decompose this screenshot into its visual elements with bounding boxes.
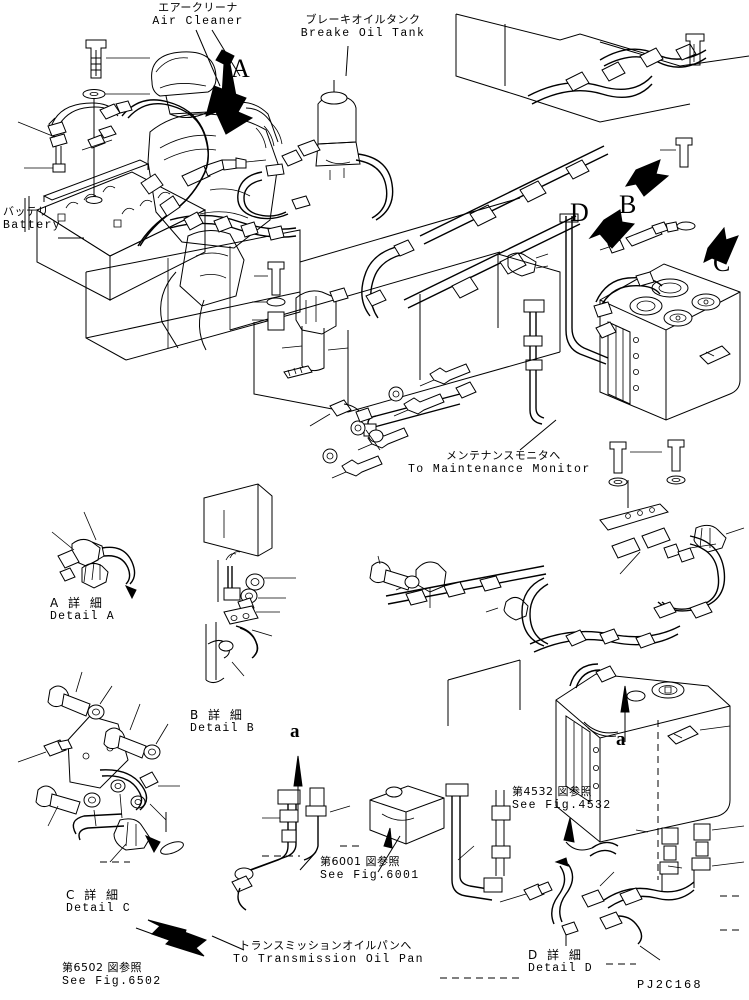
drawing-number: PJ2C168: [637, 978, 703, 992]
bottom-center-piping-art: [232, 784, 510, 910]
figure-ref-6001-jp: 第6001 図参照: [320, 855, 400, 868]
section-arrows: [148, 50, 738, 956]
section-mark-b: B: [619, 190, 637, 219]
detail-a-heading-jp: A 詳 細: [50, 596, 105, 610]
callout-transmission-oil-pan-en: To Transmission Oil Pan: [233, 952, 424, 966]
section-mark-c: C: [713, 248, 731, 277]
detail-d-heading-en: Detail D: [528, 962, 593, 976]
figure-ref-6001: 第6001 図参照 See Fig.6001: [320, 855, 420, 883]
detail-a-heading-en: Detail A: [50, 610, 115, 624]
callout-battery-en: Battery: [3, 218, 62, 232]
lower-right-tank-art: [556, 664, 730, 880]
detail-b-heading: B 詳 細 Detail B: [190, 708, 255, 736]
detail-c-heading-en: Detail C: [66, 902, 131, 916]
upper-right-deck-art: [456, 14, 749, 167]
marker-a-arrows: [294, 686, 629, 816]
detail-c-heading: C 詳 細 Detail C: [66, 888, 131, 916]
figure-ref-4532-jp: 第4532 図参照: [512, 785, 592, 798]
detail-b-art: [204, 484, 296, 683]
detail-a-heading: A 詳 細 Detail A: [50, 596, 115, 624]
detail-b-heading-en: Detail B: [190, 722, 255, 736]
detail-a-art: [52, 512, 136, 598]
callout-air-cleaner-en: Air Cleaner: [152, 14, 244, 28]
figure-ref-6502-en: See Fig.6502: [62, 974, 162, 988]
figure-ref-4532-en: See Fig.4532: [512, 798, 612, 812]
detail-d-heading-jp: D 詳 細: [528, 948, 584, 962]
figure-ref-6502: 第6502 図参照 See Fig.6502: [62, 961, 162, 989]
section-mark-a: A: [231, 54, 250, 83]
mid-components-art: [252, 262, 470, 478]
lower-right-rail-art: [370, 480, 744, 726]
detail-d-art: [500, 818, 744, 960]
detail-d-heading: D 詳 細 Detail D: [528, 948, 593, 976]
callout-battery-jp: バッテリ: [3, 205, 49, 218]
section-mark-d: D: [570, 198, 589, 227]
detail-c-heading-jp: C 詳 細: [66, 888, 122, 902]
callout-maintenance-monitor-en: To Maintenance Monitor: [408, 462, 591, 476]
callout-maintenance-monitor: メンテナンスモニタへ To Maintenance Monitor: [408, 449, 591, 477]
detail-b-heading-jp: B 詳 細: [190, 708, 245, 722]
callout-brake-oil-tank: ブレーキオイルタンク Breake Oil Tank: [278, 13, 448, 41]
engine-air-cleaner-art: [148, 52, 282, 350]
callout-brake-oil-tank-en: Breake Oil Tank: [300, 26, 426, 40]
wiring-harness-art: [82, 100, 296, 246]
callout-air-cleaner: エアークリーナ Air Cleaner: [128, 1, 268, 29]
center-standpipe-art: [364, 214, 616, 436]
callout-brake-oil-tank-jp: ブレーキオイルタンク: [305, 13, 421, 26]
callout-air-cleaner-jp: エアークリーナ: [158, 1, 238, 14]
figure-ref-4532: 第4532 図参照 See Fig.4532: [512, 785, 612, 813]
leader-lines: [58, 30, 744, 978]
figure-ref-6001-en: See Fig.6001: [320, 868, 420, 882]
callout-transmission-oil-pan: トランスミッションオイルパンへ To Transmission Oil Pan: [233, 939, 424, 967]
marker-a-left: a: [290, 721, 300, 742]
callout-transmission-oil-pan-jp: トランスミッションオイルパンへ: [239, 939, 412, 952]
figure-ref-6502-jp: 第6502 図参照: [62, 961, 142, 974]
center-piping-rail-art: [362, 146, 608, 318]
battery-assembly-art: [18, 40, 300, 360]
brake-oil-tank-art: [238, 80, 393, 220]
callout-battery: バッテリ Battery: [3, 205, 62, 233]
marker-a-right: a: [616, 729, 626, 750]
right-bolts-art: [609, 440, 685, 486]
detail-c-art: [18, 672, 185, 862]
callout-maintenance-monitor-jp: メンテナンスモニタへ: [446, 449, 561, 462]
